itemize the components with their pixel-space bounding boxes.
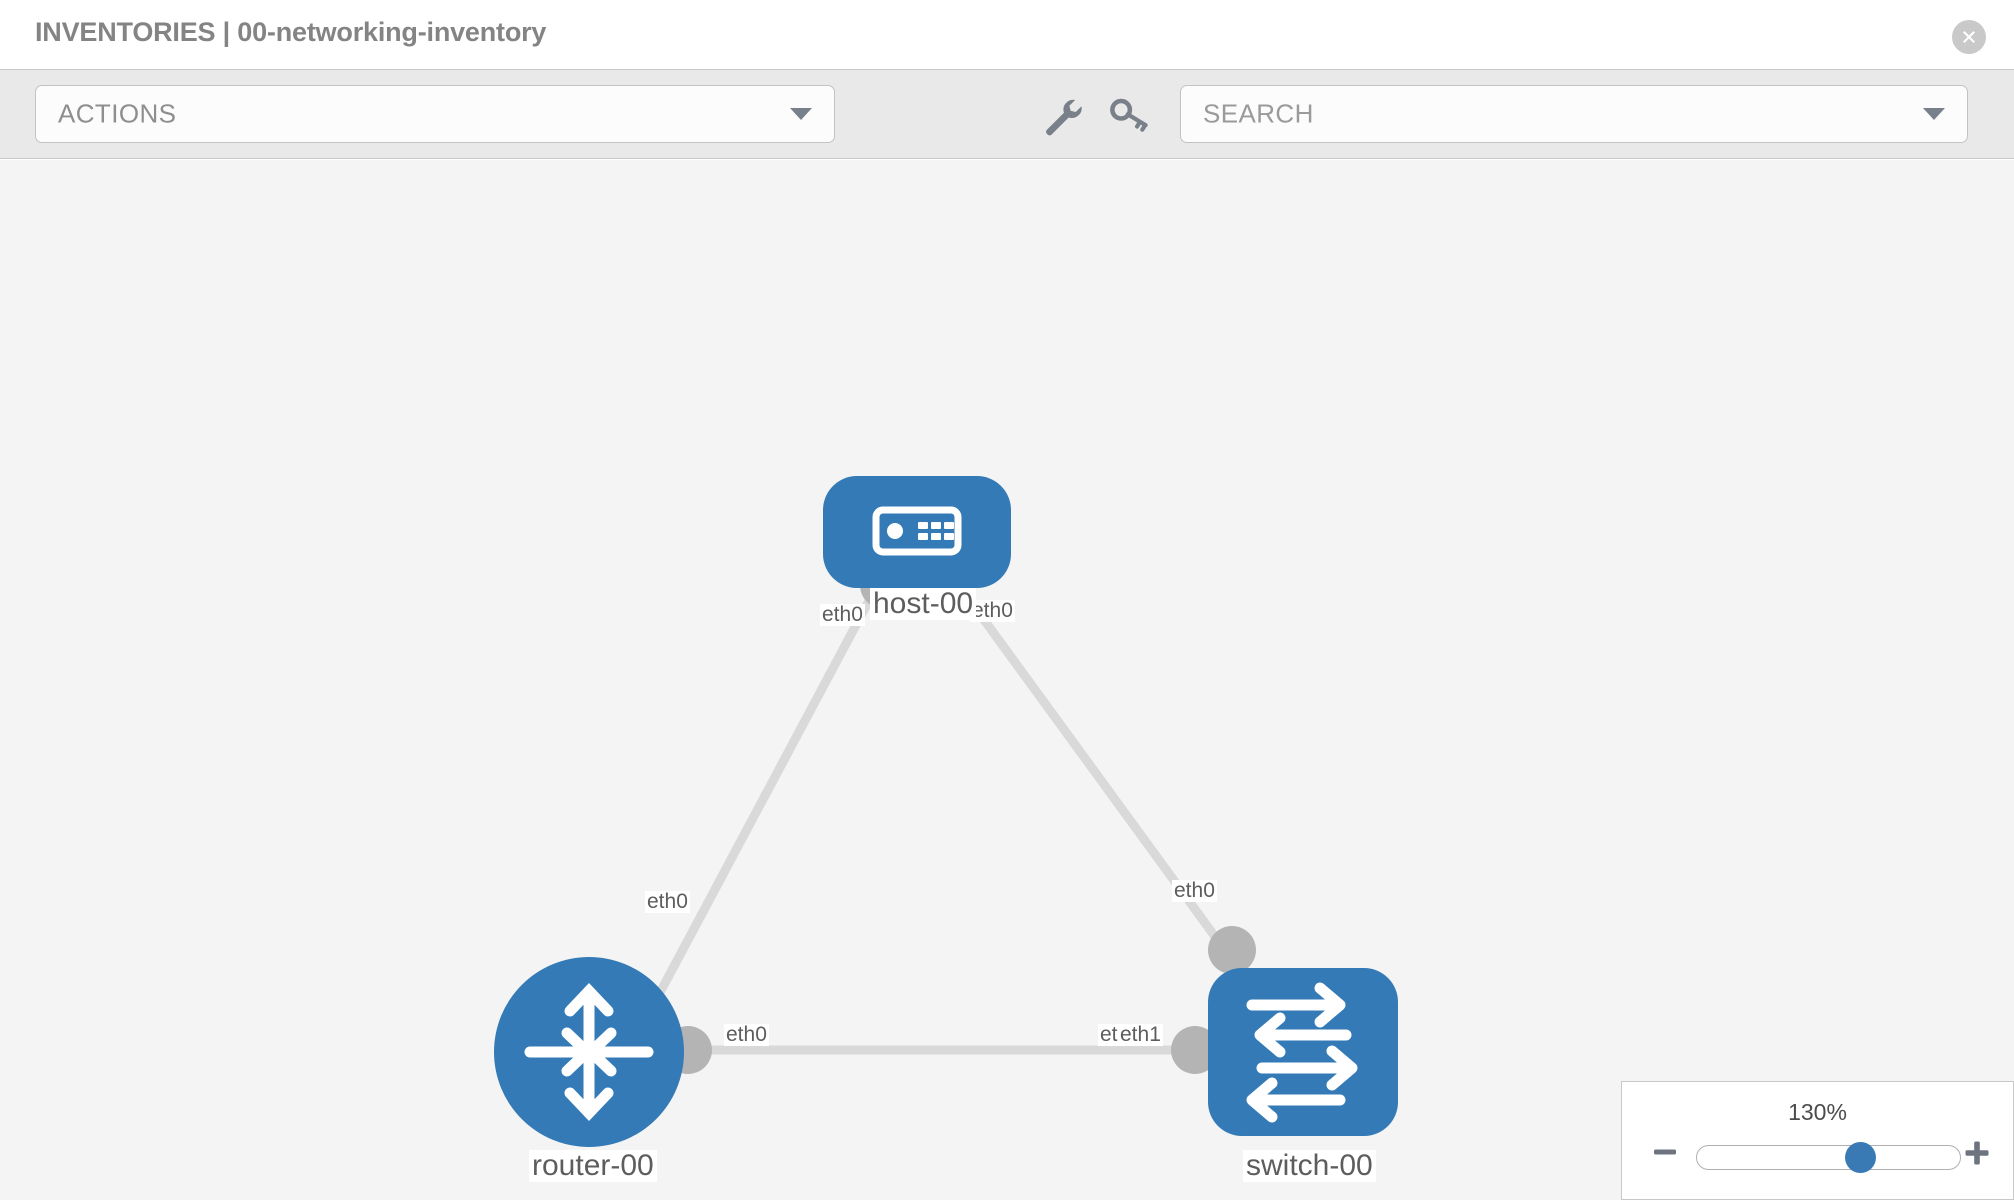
topology-canvas[interactable]: eth0 eth0 eth0 eth0 eth0 eth0 eth1 host-… xyxy=(0,160,2014,1200)
wrench-icon[interactable] xyxy=(1040,94,1082,136)
node-host-00 xyxy=(823,476,1011,588)
close-icon[interactable] xyxy=(1952,20,1986,54)
page-header: INVENTORIES | 00-networking-inventory xyxy=(0,0,2014,69)
key-icon[interactable] xyxy=(1108,94,1150,136)
zoom-slider[interactable] xyxy=(1696,1142,1961,1173)
actions-dropdown[interactable]: ACTIONS xyxy=(35,85,835,143)
port-switch-top xyxy=(1208,926,1256,974)
switch-arrows-icon xyxy=(1246,982,1358,1123)
port-label: eth1 xyxy=(1118,1023,1163,1047)
plus-icon[interactable] xyxy=(1963,1139,1991,1167)
minus-icon[interactable] xyxy=(1652,1139,1678,1165)
toolbar: ACTIONS SEARCH xyxy=(0,69,2014,159)
port-switch-left xyxy=(1171,1026,1219,1074)
search-placeholder: SEARCH xyxy=(1203,98,1314,129)
page-title: INVENTORIES | 00-networking-inventory xyxy=(35,17,547,47)
topology-links xyxy=(636,577,1236,1055)
port-label: eth0 xyxy=(645,890,690,914)
node-label-switch: switch-00 xyxy=(1243,1150,1376,1182)
link-host-router xyxy=(636,577,884,1033)
port-label: eth0 xyxy=(970,599,1015,623)
chevron-down-icon xyxy=(790,108,812,120)
zoom-control-panel: 130% xyxy=(1621,1081,2014,1200)
search-input[interactable]: SEARCH xyxy=(1180,85,1968,143)
node-router-00 xyxy=(494,957,684,1147)
zoom-slider-thumb[interactable] xyxy=(1844,1142,1876,1173)
actions-dropdown-label: ACTIONS xyxy=(58,98,177,129)
node-label-host: host-00 xyxy=(870,588,977,620)
node-label-router: router-00 xyxy=(529,1150,657,1182)
topology-graph xyxy=(494,476,1398,1147)
server-icon xyxy=(872,506,962,556)
link-host-switch xyxy=(951,577,1236,963)
router-arrows-icon xyxy=(524,983,654,1121)
port-label: eth0 xyxy=(1172,879,1217,903)
zoom-percent-label: 130% xyxy=(1788,1099,1847,1125)
port-label: eth0 xyxy=(820,603,865,627)
node-switch-00 xyxy=(1208,968,1398,1136)
chevron-down-icon xyxy=(1923,108,1945,120)
port-label: eth0 xyxy=(724,1023,769,1047)
